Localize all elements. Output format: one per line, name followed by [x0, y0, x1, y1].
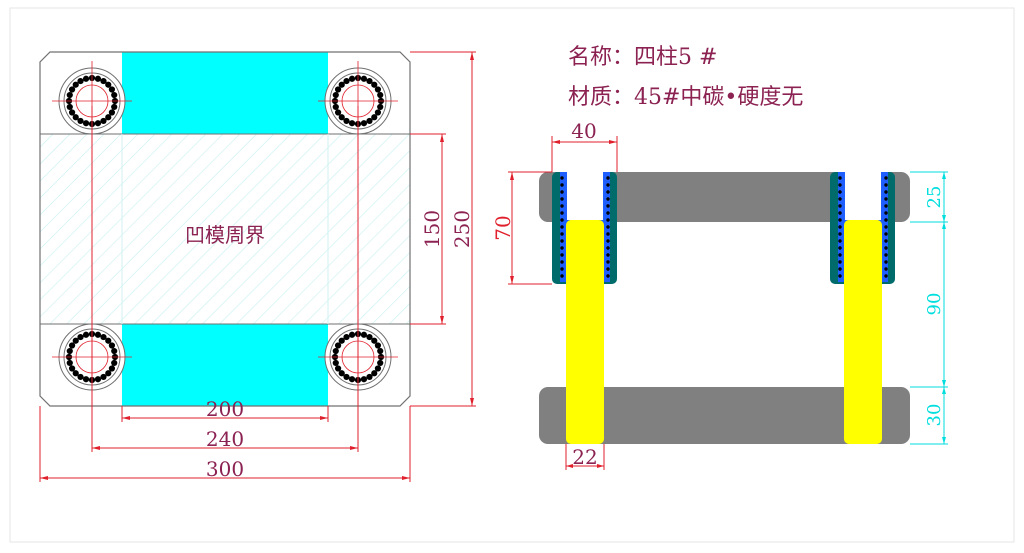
dim-90: 90 [924, 293, 945, 316]
plan-outline [39, 51, 411, 407]
ball-column-4 [884, 176, 888, 278]
dim-200: 200 [206, 397, 244, 421]
hole-top-right [318, 61, 398, 141]
dim-300: 300 [206, 457, 244, 481]
ball-column-1 [560, 176, 564, 278]
plan-view: 凹模周界 200 240 300 [39, 51, 476, 482]
dim-150: 150 [420, 210, 444, 248]
bushing-right-bore [845, 172, 881, 220]
upper-plate [539, 172, 910, 222]
die-area-hatch [40, 134, 410, 324]
dim-25: 25 [924, 186, 945, 209]
die-perimeter-label: 凹模周界 [185, 223, 265, 247]
plan-right-dimensions [410, 51, 476, 407]
part-name: 名称：四柱5 # [568, 45, 717, 70]
part-material: 材质：45#中碳•硬度无 [568, 85, 803, 110]
pillar-left [566, 220, 604, 444]
dim-22: 22 [572, 445, 597, 469]
cyan-block-bottom [122, 324, 328, 406]
sheet-border [9, 7, 1015, 543]
dim-70: 70 [491, 215, 515, 240]
dim-30: 30 [924, 404, 945, 427]
bushing-left-bore [567, 172, 603, 220]
ball-column-3 [838, 176, 842, 278]
lower-plate [539, 387, 910, 444]
ball-column-2 [606, 176, 610, 278]
pillar-right [844, 220, 882, 444]
plan-bottom-dimensions [39, 106, 411, 482]
dim-40: 40 [571, 119, 596, 143]
dim-240: 240 [206, 427, 244, 451]
dim-250: 250 [450, 210, 474, 248]
cyan-block-top [122, 52, 328, 134]
elevation-view: 40 70 22 25 90 30 [491, 119, 948, 470]
